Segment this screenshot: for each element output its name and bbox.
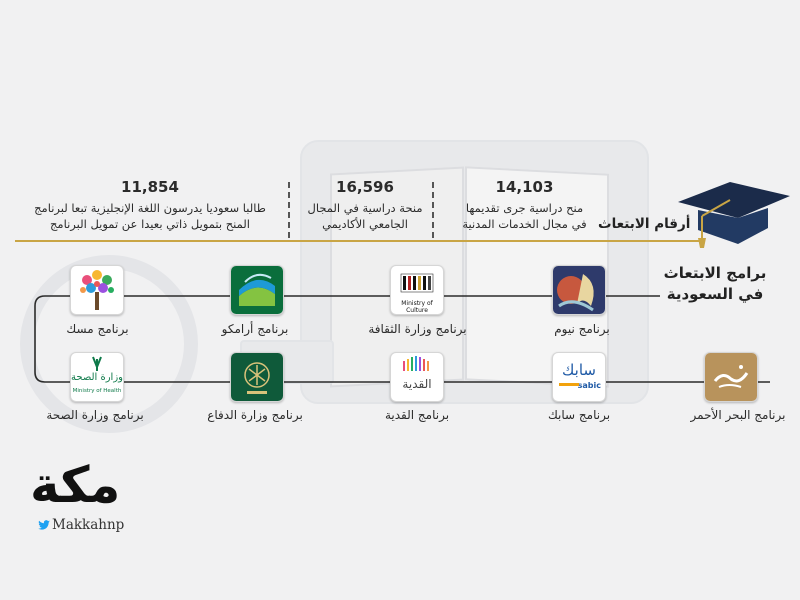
programs-title-line: برامج الابتعاث: [663, 264, 767, 282]
aramco-logo-icon: [231, 266, 283, 314]
sabic-logo-arabic: سابك: [562, 361, 596, 379]
twitter-handle: Makkahnp: [52, 517, 125, 533]
stat-desc-line: منح دراسية جرى تقديمها: [465, 201, 584, 215]
stat-divider: [288, 182, 290, 238]
stat-civil-services: 14,103 منح دراسية جرى تقديمها في مجال ال…: [452, 178, 597, 232]
stat-desc-line: منحة دراسية في المجال: [307, 201, 423, 215]
stat-number: 16,596: [336, 178, 394, 196]
programs-title: برامج الابتعاث في السعودية: [660, 263, 770, 305]
stat-desc-line: في مجال الخدمات المدنية: [462, 217, 587, 231]
red-sea-logo-icon: [705, 353, 757, 401]
program-card-qiddiya: القدية: [390, 352, 444, 402]
program-label-ministry-of-culture: برنامج وزارة الثقافة: [368, 322, 467, 336]
stat-desc-line: طالبا سعوديا يدرسون اللغة الإنجليزية تبع…: [34, 201, 266, 215]
program-label-ministry-of-defense: برنامج وزارة الدفاع: [207, 408, 303, 422]
program-label-sabic: برنامج سابك: [547, 408, 611, 422]
program-card-neom: [552, 265, 606, 315]
programs-title-line: في السعودية: [666, 285, 764, 303]
health-logo-arabic: وزارة الصحة: [71, 372, 123, 383]
program-label-ministry-of-health: برنامج وزارة الصحة: [46, 408, 144, 422]
ministry-of-culture-logo-icon: [400, 273, 434, 293]
ministry-of-health-logo-icon: [92, 356, 102, 371]
program-card-ministry-of-culture: Ministry of Culture: [390, 265, 444, 315]
program-label-qiddiya: برنامج القدية: [384, 408, 450, 422]
stat-number: 14,103: [495, 178, 554, 196]
stat-divider: [432, 182, 434, 238]
qiddiya-logo-icon: [403, 356, 429, 371]
misk-tree-logo-icon: [80, 270, 114, 310]
stat-number: 11,854: [121, 178, 179, 196]
program-card-ministry-of-defense: [230, 352, 284, 402]
stat-desc-line: المنح بتمويل ذاتي بعيدا عن تمويل البرنام…: [49, 217, 250, 231]
ministry-of-defense-logo-icon: [231, 353, 283, 401]
program-card-misk: [70, 265, 124, 315]
culture-logo-text: Ministry of Culture: [401, 300, 433, 314]
program-label-neom: برنامج نيوم: [554, 322, 610, 336]
sabic-logo-icon: [559, 383, 579, 386]
program-label-aramco: برنامج أرامكو: [221, 322, 289, 336]
program-label-red-sea: برنامج البحر الأحمر: [690, 408, 786, 422]
program-card-red-sea: [704, 352, 758, 402]
makkah-newspaper-logo: مكة: [30, 456, 121, 514]
stats-underline: [15, 240, 705, 242]
twitter-bird-icon: [38, 520, 50, 530]
program-card-sabic: سابك sabic: [552, 352, 606, 402]
health-logo-english: Ministry of Health: [72, 388, 122, 394]
qiddiya-logo-text: القدية: [402, 377, 432, 391]
program-card-ministry-of-health: وزارة الصحة Ministry of Health: [70, 352, 124, 402]
neom-logo-icon: [553, 266, 605, 314]
program-card-aramco: [230, 265, 284, 315]
sabic-logo-english: sabic: [577, 381, 601, 390]
stat-english-language: 11,854 طالبا سعوديا يدرسون اللغة الإنجلي…: [20, 178, 280, 232]
stat-desc-line: الجامعي الأكاديمي: [322, 217, 408, 231]
program-label-misk: برنامج مسك: [66, 322, 129, 336]
stats-title: أرقام الابتعاث: [598, 216, 691, 232]
stat-academic: 16,596 منحة دراسية في المجال الجامعي الأ…: [300, 178, 430, 232]
